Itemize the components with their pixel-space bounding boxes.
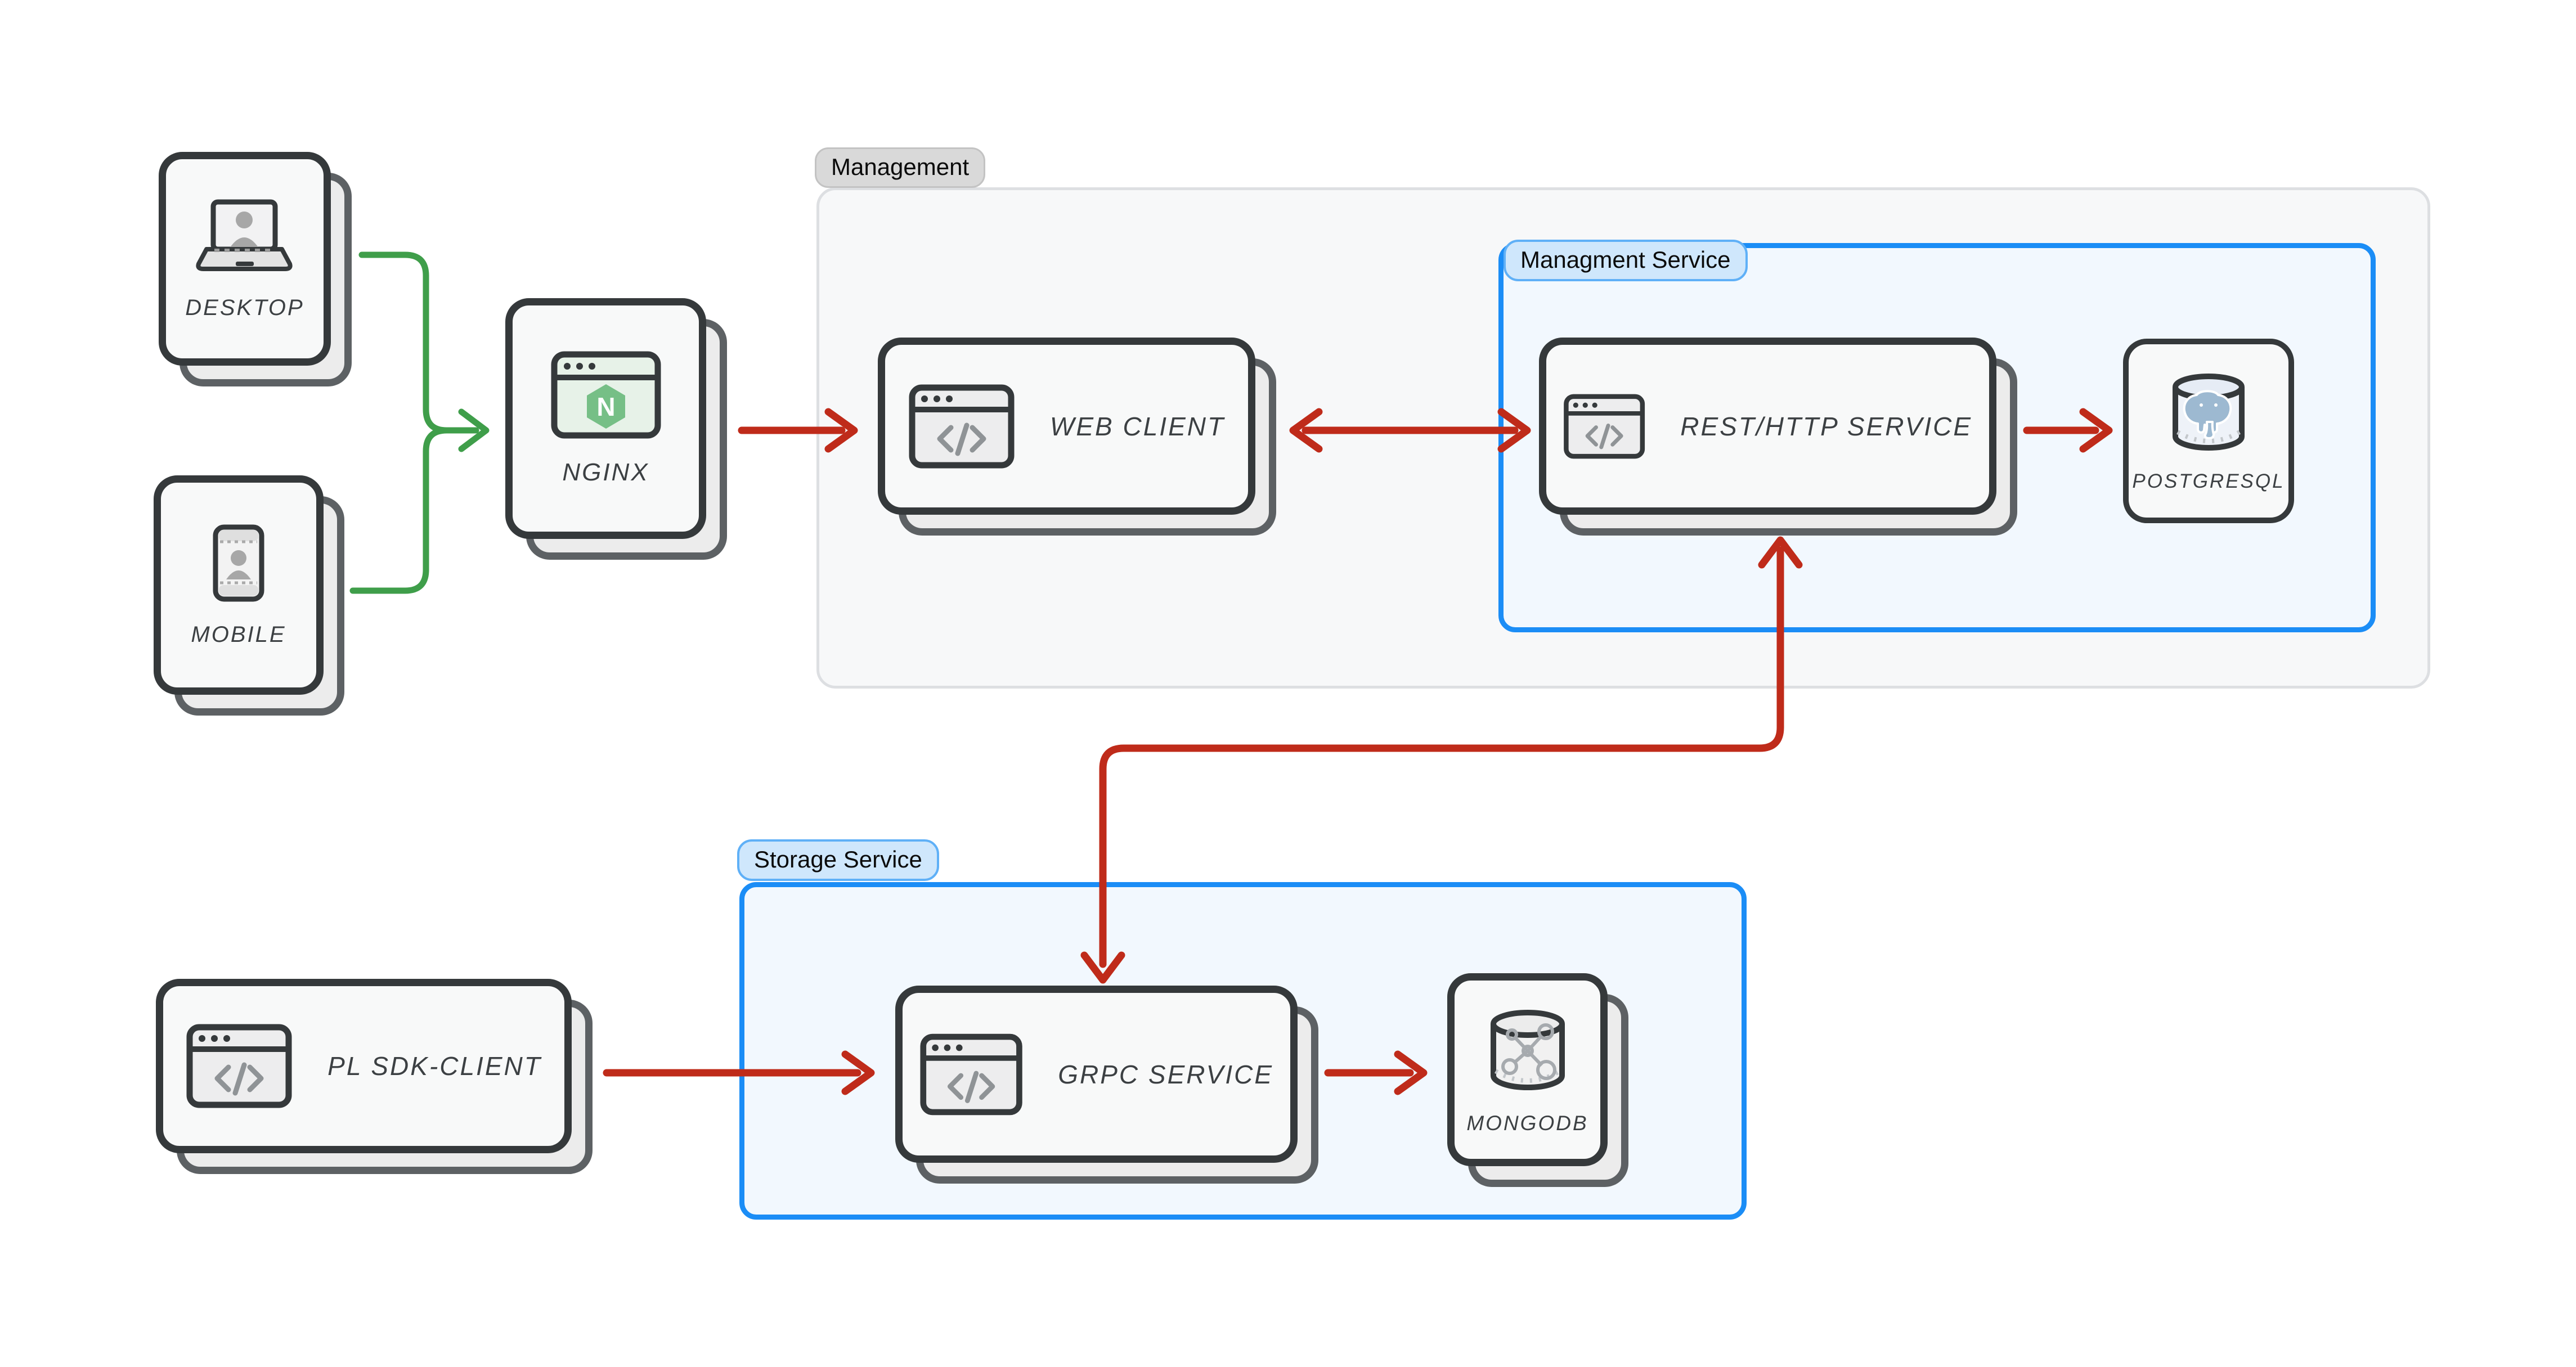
- edge-desktop-branch: [358, 251, 450, 434]
- node-label: PL SDK-CLIENT: [327, 1051, 542, 1081]
- postgresql-database-icon: [2173, 374, 2245, 451]
- nginx-logo-letter: N: [596, 392, 615, 421]
- arrowhead-into-rest-bottom: [1758, 536, 1803, 569]
- node-pl-sdk-client: PL SDK-CLIENT: [156, 979, 593, 1174]
- node-label: NGINX: [562, 458, 649, 486]
- card-face: MONGODB: [1447, 973, 1608, 1166]
- card-face: DESKTOP: [159, 152, 331, 366]
- card-face: MOBILE: [154, 475, 324, 695]
- card-face: REST/HTTP SERVICE: [1539, 338, 1996, 515]
- node-label: REST/HTTP SERVICE: [1680, 411, 1972, 441]
- arrowhead-into-webclient: [824, 408, 858, 453]
- group-management-label: Management: [815, 147, 986, 188]
- node-label: MONGODB: [1466, 1111, 1588, 1135]
- edge-mobile-branch: [349, 427, 450, 594]
- mongodb-database-icon: [1490, 1009, 1565, 1090]
- node-mongodb: MONGODB: [1447, 973, 1628, 1187]
- node-rest-http-service: REST/HTTP SERVICE: [1539, 338, 2017, 536]
- code-browser-icon: [920, 1033, 1022, 1115]
- red-edges: [603, 408, 2113, 1095]
- node-label: GRPC SERVICE: [1058, 1059, 1273, 1089]
- card-face: PL SDK-CLIENT: [156, 979, 572, 1153]
- arrowhead-into-rest: [1497, 408, 1531, 453]
- nginx-browser-icon: N: [551, 351, 661, 439]
- card-face: WEB CLIENT: [878, 338, 1255, 515]
- group-management-service-label: Managment Service: [1504, 240, 1748, 281]
- arrowhead-into-webclient-left: [1289, 408, 1323, 453]
- card-face: POSTGRESQL: [2123, 339, 2294, 523]
- code-browser-icon: [1564, 394, 1645, 458]
- node-label: POSTGRESQL: [2132, 470, 2285, 492]
- card-face: N NGINX: [505, 298, 706, 539]
- arrowhead-into-mongodb: [1394, 1050, 1428, 1095]
- code-browser-icon: [909, 384, 1015, 468]
- laptop-user-icon: [196, 199, 293, 271]
- nginx-hexagon: [586, 384, 625, 429]
- node-label: MOBILE: [191, 622, 286, 647]
- node-web-client: WEB CLIENT: [878, 338, 1276, 536]
- card-face: GRPC SERVICE: [895, 986, 1298, 1163]
- node-nginx: N NGINX: [505, 298, 727, 560]
- node-label: DESKTOP: [185, 295, 304, 320]
- node-postgresql: POSTGRESQL: [2123, 339, 2294, 523]
- edge-clients-to-nginx: [349, 251, 490, 594]
- code-browser-icon: [186, 1024, 292, 1108]
- mobile-user-icon: [213, 524, 264, 601]
- edge-grpc-rest-vertical: [1099, 546, 1784, 968]
- node-desktop: DESKTOP: [159, 152, 352, 386]
- arrowhead-into-grpc-left: [841, 1050, 875, 1095]
- arrowhead-into-postgresql: [2079, 408, 2113, 453]
- arrowhead-into-nginx: [458, 408, 490, 452]
- group-storage-service-label: Storage Service: [737, 839, 939, 881]
- node-mobile: MOBILE: [154, 475, 344, 716]
- arrowhead-into-grpc-top: [1080, 951, 1125, 984]
- node-label: WEB CLIENT: [1049, 411, 1226, 441]
- node-grpc-service: GRPC SERVICE: [895, 986, 1318, 1184]
